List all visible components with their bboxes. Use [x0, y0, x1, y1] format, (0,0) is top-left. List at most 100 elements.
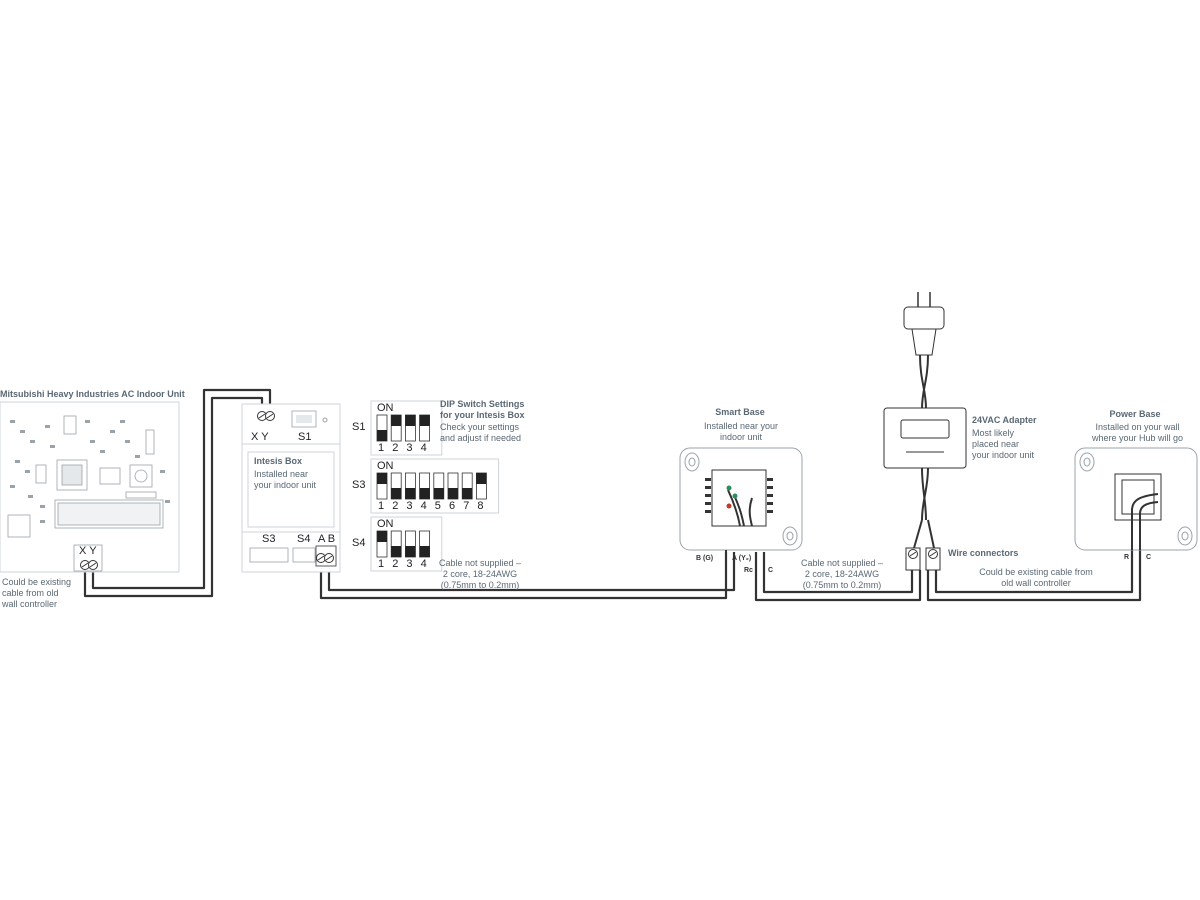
dip-title-line: for your Intesis Box — [440, 410, 525, 420]
cable3-note: Could be existing cable from old wall co… — [966, 567, 1106, 589]
indoor-unit-board — [0, 401, 180, 573]
cable-smartbase-to-adapter — [754, 552, 922, 602]
smart-base-terminal-a: A (Y₂) — [732, 555, 752, 562]
intesis-title: Intesis Box — [254, 456, 303, 466]
dip-on-label: ON — [377, 518, 394, 530]
dip-switch-number: 5 — [434, 500, 441, 512]
dip-switch-number: 1 — [378, 558, 385, 570]
dip-switch-knob — [419, 415, 430, 426]
cable2-line: 2 core, 18-24AWG — [804, 569, 880, 579]
indoor-note-line: Could be existing — [2, 577, 72, 587]
dip-subtitle-line: and adjust if needed — [440, 433, 522, 443]
smart-base-subtitle-line: indoor unit — [719, 432, 763, 442]
dip-on-label: ON — [377, 460, 394, 472]
cable2-line: (0.75mm to 0.2mm) — [802, 580, 882, 590]
smart-base-title: Smart Base — [715, 407, 765, 417]
intesis-subtitle-line: Installed near — [254, 469, 309, 479]
dip-switch-number: 3 — [406, 500, 413, 512]
dip-switch-number: 1 — [378, 500, 385, 512]
dip-switch-knob — [419, 546, 430, 557]
dip-switch-number: 6 — [449, 500, 456, 512]
dip-switch-number: 7 — [463, 500, 470, 512]
adapter-subtitle: Most likely placed near your indoor unit — [972, 428, 1034, 461]
dip-switch-number: 2 — [392, 500, 399, 512]
cable2-note: Cable not supplied – 2 core, 18-24AWG (0… — [782, 558, 902, 591]
dip-switch-number: 2 — [392, 558, 399, 570]
adapter-subtitle-line: your indoor unit — [972, 450, 1035, 460]
dip-switch-knob — [405, 546, 416, 557]
dip-switch-knob — [391, 488, 402, 499]
intesis-box — [241, 403, 341, 573]
cable1-note: Cable not supplied – 2 core, 18-24AWG (0… — [420, 558, 540, 591]
power-base-subtitle-line: where your Hub will go — [1091, 433, 1184, 443]
dip-title: DIP Switch Settings for your Intesis Box — [440, 399, 525, 421]
intesis-subtitle-line: your indoor unit — [254, 480, 317, 490]
cable1-line: Cable not supplied – — [438, 558, 522, 568]
dip-bank-name: S3 — [352, 479, 366, 491]
indoor-note-line: cable from old — [2, 588, 59, 598]
intesis-s1-label: S1 — [298, 431, 312, 443]
power-base-subtitle-line: Installed on your wall — [1095, 422, 1180, 432]
intesis-s3-label: S3 — [262, 533, 276, 545]
smart-base-subtitle-line: Installed near your — [703, 421, 779, 431]
dip-switch-number: 8 — [477, 500, 484, 512]
smart-base — [679, 447, 803, 556]
dip-switch-knob — [448, 488, 458, 499]
indoor-unit-title: Mitsubishi Heavy Industries AC Indoor Un… — [0, 389, 185, 399]
smart-base-subtitle: Installed near your indoor unit — [680, 421, 802, 443]
dip-switch-number: 1 — [378, 442, 385, 454]
smart-base-terminal-c: C — [768, 567, 774, 574]
dip-switch-knob — [419, 488, 430, 499]
power-base — [1074, 447, 1198, 551]
cable1-line: 2 core, 18-24AWG — [442, 569, 518, 579]
dip-switch-panel — [370, 400, 500, 572]
intesis-ab-label: A B — [318, 533, 336, 545]
intesis-xy-label: X Y — [251, 431, 269, 443]
cable-indoor-to-intesis — [83, 388, 272, 598]
power-base-subtitle: Installed on your wall where your Hub wi… — [1080, 422, 1195, 444]
cable-intesis-to-smartbase — [319, 552, 736, 600]
cable3-line: old wall controller — [1001, 578, 1071, 588]
dip-switch-number: 4 — [420, 558, 427, 570]
smart-base-terminal-b: B (G) — [696, 555, 714, 562]
smart-base-terminal-rc: Rc — [744, 567, 753, 574]
dip-switch-knob — [377, 473, 387, 484]
dip-switch-knob — [405, 488, 416, 499]
wire-connectors-label: Wire connectors — [948, 548, 1019, 558]
dip-on-label: ON — [377, 402, 394, 414]
adapter-subtitle-line: placed near — [972, 439, 1020, 449]
dip-subtitle-line: Check your settings — [440, 422, 520, 432]
dip-bank-name: S4 — [352, 537, 366, 549]
dip-switch-knob — [391, 415, 402, 426]
power-base-terminal-c: C — [1146, 554, 1152, 561]
adapter — [883, 292, 967, 571]
dip-switch-number: 4 — [420, 500, 427, 512]
dip-title-line: DIP Switch Settings — [440, 399, 525, 409]
dip-switch-knob — [462, 488, 473, 499]
cable2-line: Cable not supplied – — [800, 558, 884, 568]
dip-bank-name: S1 — [352, 421, 366, 433]
dip-switch-knob — [405, 415, 416, 426]
intesis-s4-label: S4 — [297, 533, 311, 545]
dip-switch-knob — [476, 473, 487, 484]
dip-switch-knob — [391, 546, 402, 557]
power-base-terminal-r: R — [1124, 554, 1130, 561]
indoor-terminal-label: X Y — [79, 545, 97, 557]
dip-subtitle: Check your settings and adjust if needed — [440, 422, 521, 444]
dip-switch-knob — [433, 488, 444, 499]
adapter-title: 24VAC Adapter — [972, 415, 1037, 425]
cable1-line: (0.75mm to 0.2mm) — [440, 580, 520, 590]
dip-switch-knob — [377, 531, 387, 542]
indoor-note: Could be existing cable from old wall co… — [2, 577, 71, 610]
indoor-note-line: wall controller — [2, 599, 58, 609]
dip-switch-number: 4 — [420, 442, 427, 454]
cable-adapter-to-powerbase — [926, 550, 1142, 602]
dip-switch-number: 3 — [406, 442, 413, 454]
adapter-subtitle-line: Most likely — [972, 428, 1015, 438]
cable3-line: Could be existing cable from — [979, 567, 1093, 577]
intesis-subtitle: Installed near your indoor unit — [254, 469, 316, 491]
dip-switch-knob — [377, 430, 387, 441]
power-base-title: Power Base — [1109, 409, 1161, 419]
dip-switch-number: 3 — [406, 558, 413, 570]
